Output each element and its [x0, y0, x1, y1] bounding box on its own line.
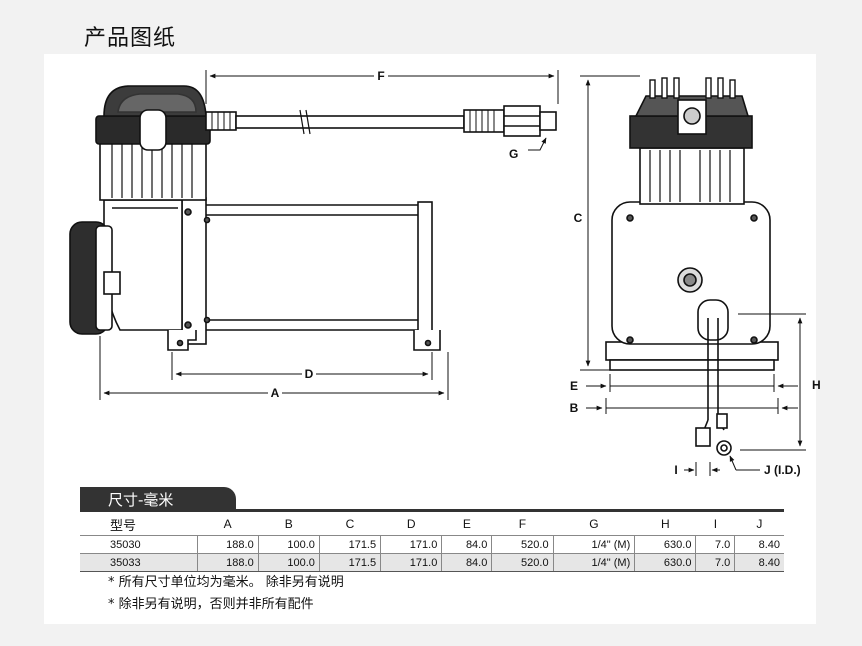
dim-label-h: H — [812, 378, 821, 392]
table-row: 35030 188.0 100.0 171.5 171.0 84.0 520.0… — [80, 535, 784, 554]
table-cell: 188.0 — [196, 553, 259, 572]
table-cell: 630.0 — [634, 535, 696, 554]
table-cell: 171.0 — [380, 553, 442, 572]
header-cell: E — [462, 517, 471, 531]
side-view — [69, 85, 557, 351]
spec-table-header-row: 型号 A B C D E F G H I J — [80, 513, 784, 536]
spec-table: 型号 A B C D E F G H I J 35030 188.0 100.0… — [80, 513, 784, 572]
header-cell: A — [223, 517, 232, 531]
table-cell: 1/4" (M) — [552, 553, 635, 572]
model-cell: 35030 — [80, 535, 197, 554]
spec-table-rule — [80, 509, 784, 512]
table-cell: 520.0 — [491, 553, 554, 572]
table-cell: 7.0 — [695, 535, 735, 554]
dim-label-i: I — [674, 463, 677, 477]
notes: * 所有尺寸单位均为毫米。 除非另有说明 * 除非另有说明，否则并非所有配件 — [108, 572, 344, 616]
page-title: 产品图纸 — [84, 26, 177, 51]
front-dimensions — [580, 75, 806, 476]
table-cell: 630.0 — [634, 553, 696, 572]
note-line: * 所有尺寸单位均为毫米。 除非另有说明 — [108, 575, 344, 590]
table-cell: 520.0 — [491, 535, 554, 554]
table-cell: 8.40 — [734, 553, 784, 572]
table-cell: 1/4" (M) — [552, 535, 635, 554]
front-view — [605, 77, 779, 456]
dim-label-f: F — [377, 69, 384, 83]
table-cell: 84.0 — [441, 535, 492, 554]
header-cell: B — [284, 517, 293, 531]
dim-label-a: A — [271, 386, 280, 400]
spec-table-tab: 尺寸-毫米 — [80, 487, 236, 510]
dim-label-j: J (I.D.) — [764, 463, 801, 477]
table-cell: 8.40 — [734, 535, 784, 554]
model-cell: 35033 — [80, 553, 197, 572]
dim-label-c: C — [574, 211, 583, 225]
table-cell: 171.5 — [318, 553, 381, 572]
dim-label-b: B — [570, 401, 579, 415]
header-cell: 型号 — [110, 517, 137, 533]
table-cell: 171.0 — [380, 535, 442, 554]
header-cell: J — [756, 517, 763, 531]
header-cell: G — [589, 517, 599, 531]
dim-label-e: E — [570, 379, 578, 393]
header-cell: C — [345, 517, 355, 531]
table-cell: 100.0 — [257, 553, 320, 572]
header-cell: F — [518, 517, 527, 531]
table-cell: 171.5 — [318, 535, 381, 554]
table-row: 35033 188.0 100.0 171.5 171.0 84.0 520.0… — [80, 553, 784, 572]
table-cell: 7.0 — [695, 553, 735, 572]
header-cell: D — [406, 517, 416, 531]
table-cell: 188.0 — [196, 535, 259, 554]
dim-label-d: D — [305, 367, 314, 381]
dim-label-g: G — [509, 147, 518, 161]
note-line: * 除非另有说明，否则并非所有配件 — [108, 597, 314, 612]
table-cell: 84.0 — [441, 553, 492, 572]
header-cell: I — [713, 517, 718, 531]
header-cell: H — [661, 517, 670, 531]
table-cell: 100.0 — [257, 535, 320, 554]
